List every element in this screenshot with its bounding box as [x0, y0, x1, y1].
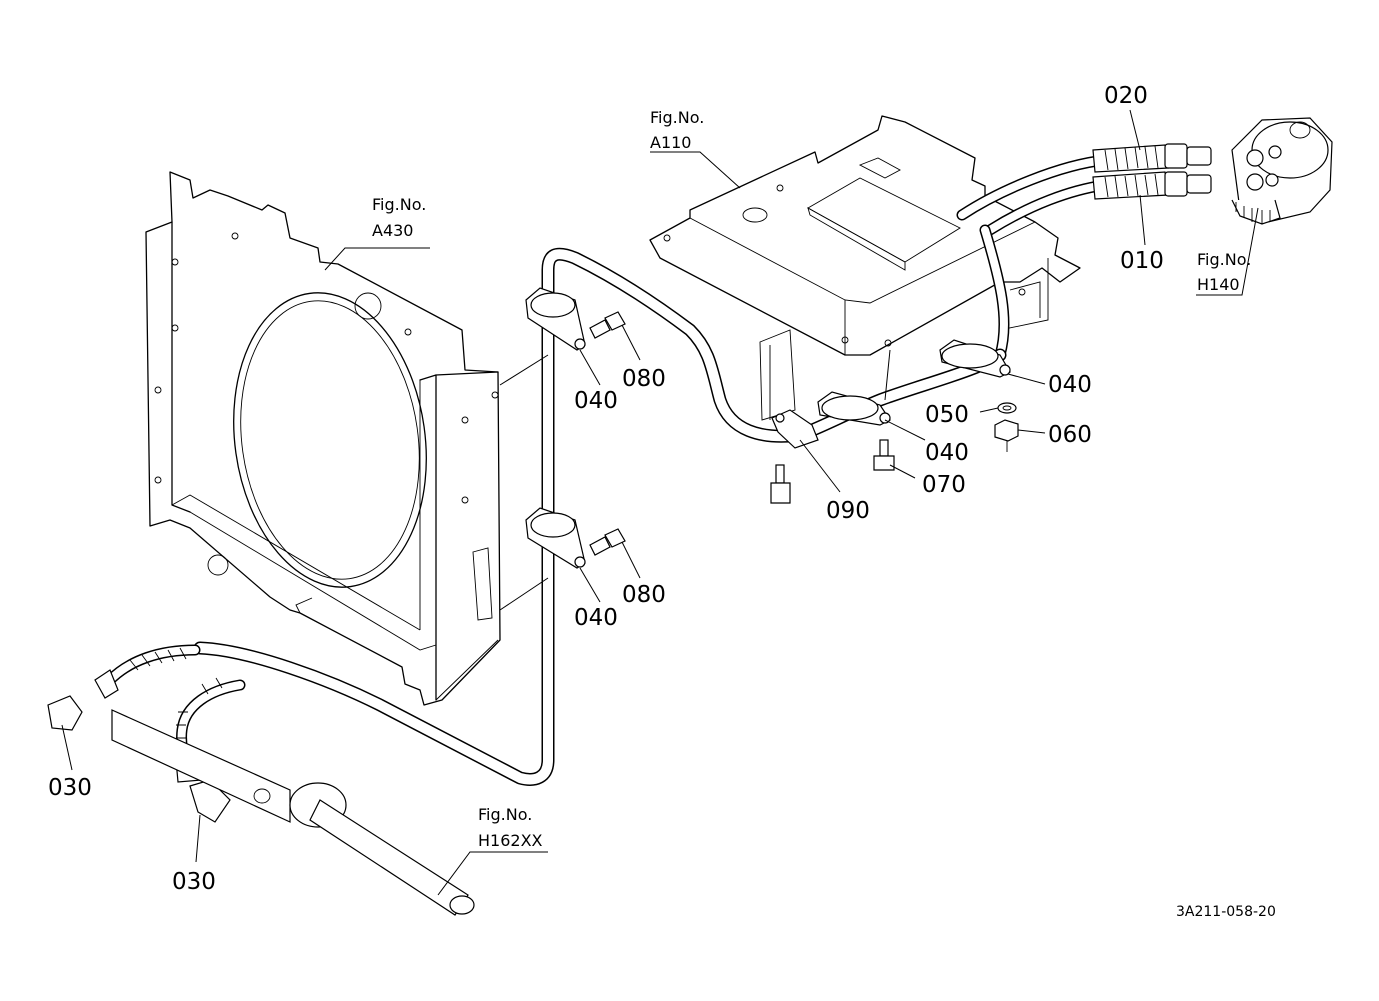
- part-num-060: 060: [1048, 422, 1092, 448]
- part-num-080-lower: 080: [622, 582, 666, 608]
- part-num-080-upper: 080: [622, 366, 666, 392]
- part-num-090: 090: [826, 498, 870, 524]
- part-numbers: 020 010 030 030 040 040 040 040 050 060 …: [48, 83, 1164, 895]
- nut-060: [994, 419, 1019, 452]
- fig-ref-a110: Fig.No. A110: [650, 108, 704, 152]
- fig-ref-h140-line2: H140: [1197, 275, 1240, 294]
- washer-050: [997, 402, 1017, 414]
- bolt-under-090: [770, 464, 791, 504]
- fig-ref-a430-line1: Fig.No.: [372, 195, 426, 214]
- clamp-040-upper-left: [525, 287, 586, 351]
- bolt-080-upper: [589, 311, 626, 339]
- fig-ref-a110-line1: Fig.No.: [650, 108, 704, 127]
- fig-ref-a110-line2: A110: [650, 133, 691, 152]
- part-num-070: 070: [922, 472, 966, 498]
- steering-unit: [1231, 117, 1333, 225]
- part-num-040-lower-left: 040: [574, 605, 618, 631]
- part-num-020: 020: [1104, 83, 1148, 109]
- part-num-040-right: 040: [1048, 372, 1092, 398]
- hose-010-020: [956, 143, 1212, 361]
- fig-ref-h162xx: Fig.No. H162XX: [478, 805, 543, 850]
- clamp-040-lower-left: [525, 507, 586, 569]
- fig-ref-h162xx-line1: Fig.No.: [478, 805, 532, 824]
- bolt-070: [873, 439, 895, 471]
- leader-lines: [61, 109, 1259, 896]
- part-num-040-mid: 040: [925, 440, 969, 466]
- part-num-040-upper-left: 040: [574, 388, 618, 414]
- part-num-030-lower: 030: [172, 869, 216, 895]
- cylinder: [111, 709, 475, 916]
- drawing-code: 3A211-058-20: [1176, 904, 1276, 920]
- fig-ref-h140-line1: Fig.No.: [1197, 250, 1251, 269]
- fig-ref-a430-line2: A430: [372, 221, 413, 240]
- radiator-shroud: [145, 171, 501, 706]
- clamp-040-right: [939, 339, 1011, 378]
- clamp-090: [771, 409, 819, 449]
- fig-ref-h140: Fig.No. H140: [1197, 250, 1251, 294]
- bolt-080-lower: [589, 528, 626, 556]
- part-num-050: 050: [925, 402, 969, 428]
- part-num-010: 010: [1120, 248, 1164, 274]
- clamp-040-mid: [817, 391, 891, 426]
- fig-ref-a430: Fig.No. A430: [372, 195, 426, 240]
- fig-ref-h162xx-line2: H162XX: [478, 831, 543, 850]
- part-num-030-upper: 030: [48, 775, 92, 801]
